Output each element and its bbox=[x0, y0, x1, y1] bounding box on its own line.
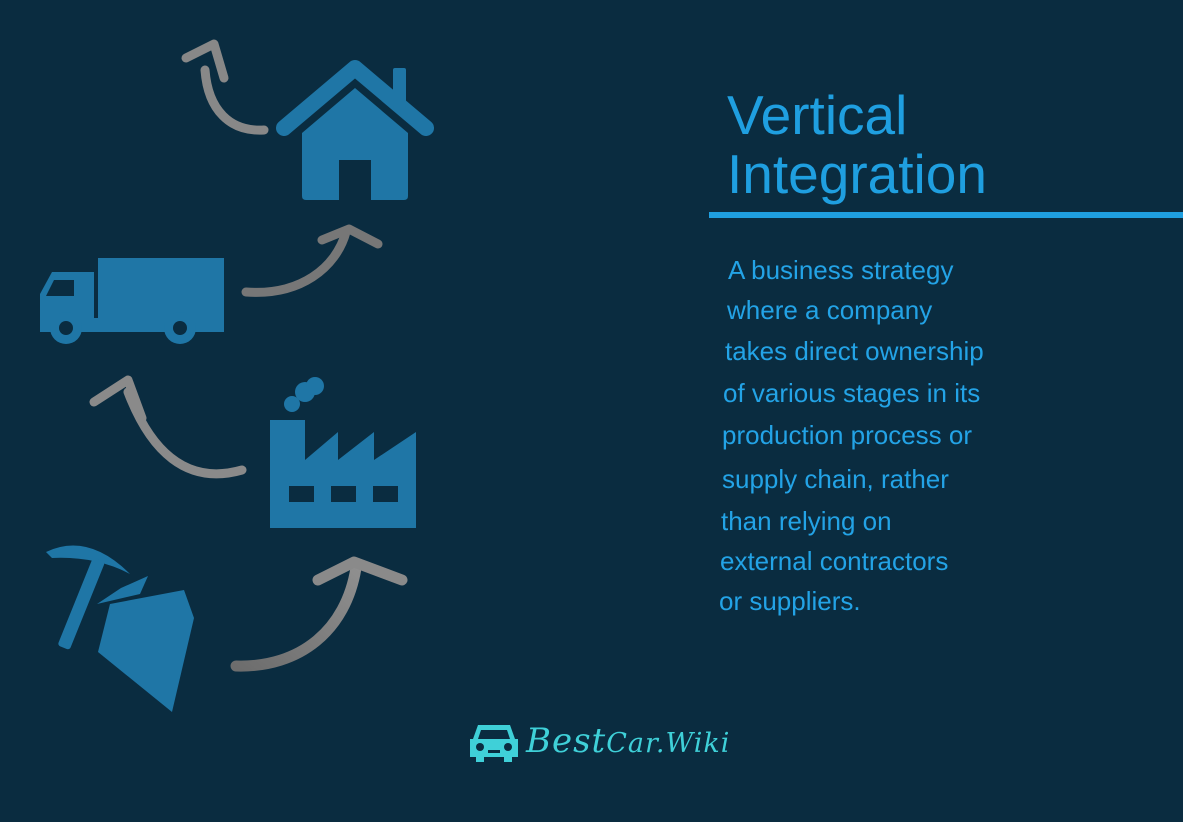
title-line-1: Vertical bbox=[727, 84, 908, 146]
logo-word-wiki: Wiki bbox=[665, 727, 731, 759]
site-logo: BestCar.Wiki bbox=[468, 720, 730, 764]
logo-wordmark: BestCar.Wiki bbox=[526, 719, 730, 766]
logo-dot: . bbox=[655, 727, 666, 759]
logo-word-best: Best bbox=[526, 720, 607, 761]
car-icon bbox=[470, 725, 518, 762]
factory-icon bbox=[270, 377, 416, 528]
house-icon bbox=[276, 60, 434, 200]
mining-icon bbox=[46, 545, 194, 712]
arrow-icon bbox=[89, 375, 247, 479]
title-divider bbox=[709, 212, 1183, 218]
arrow-icon bbox=[181, 39, 269, 135]
page-title: Vertical Integration bbox=[727, 86, 987, 204]
logo-word-car: Car bbox=[606, 727, 656, 759]
title-line-2: Integration bbox=[727, 143, 987, 205]
arrow-icon bbox=[230, 556, 408, 672]
arrow-icon bbox=[241, 224, 383, 297]
truck-icon bbox=[40, 258, 224, 344]
